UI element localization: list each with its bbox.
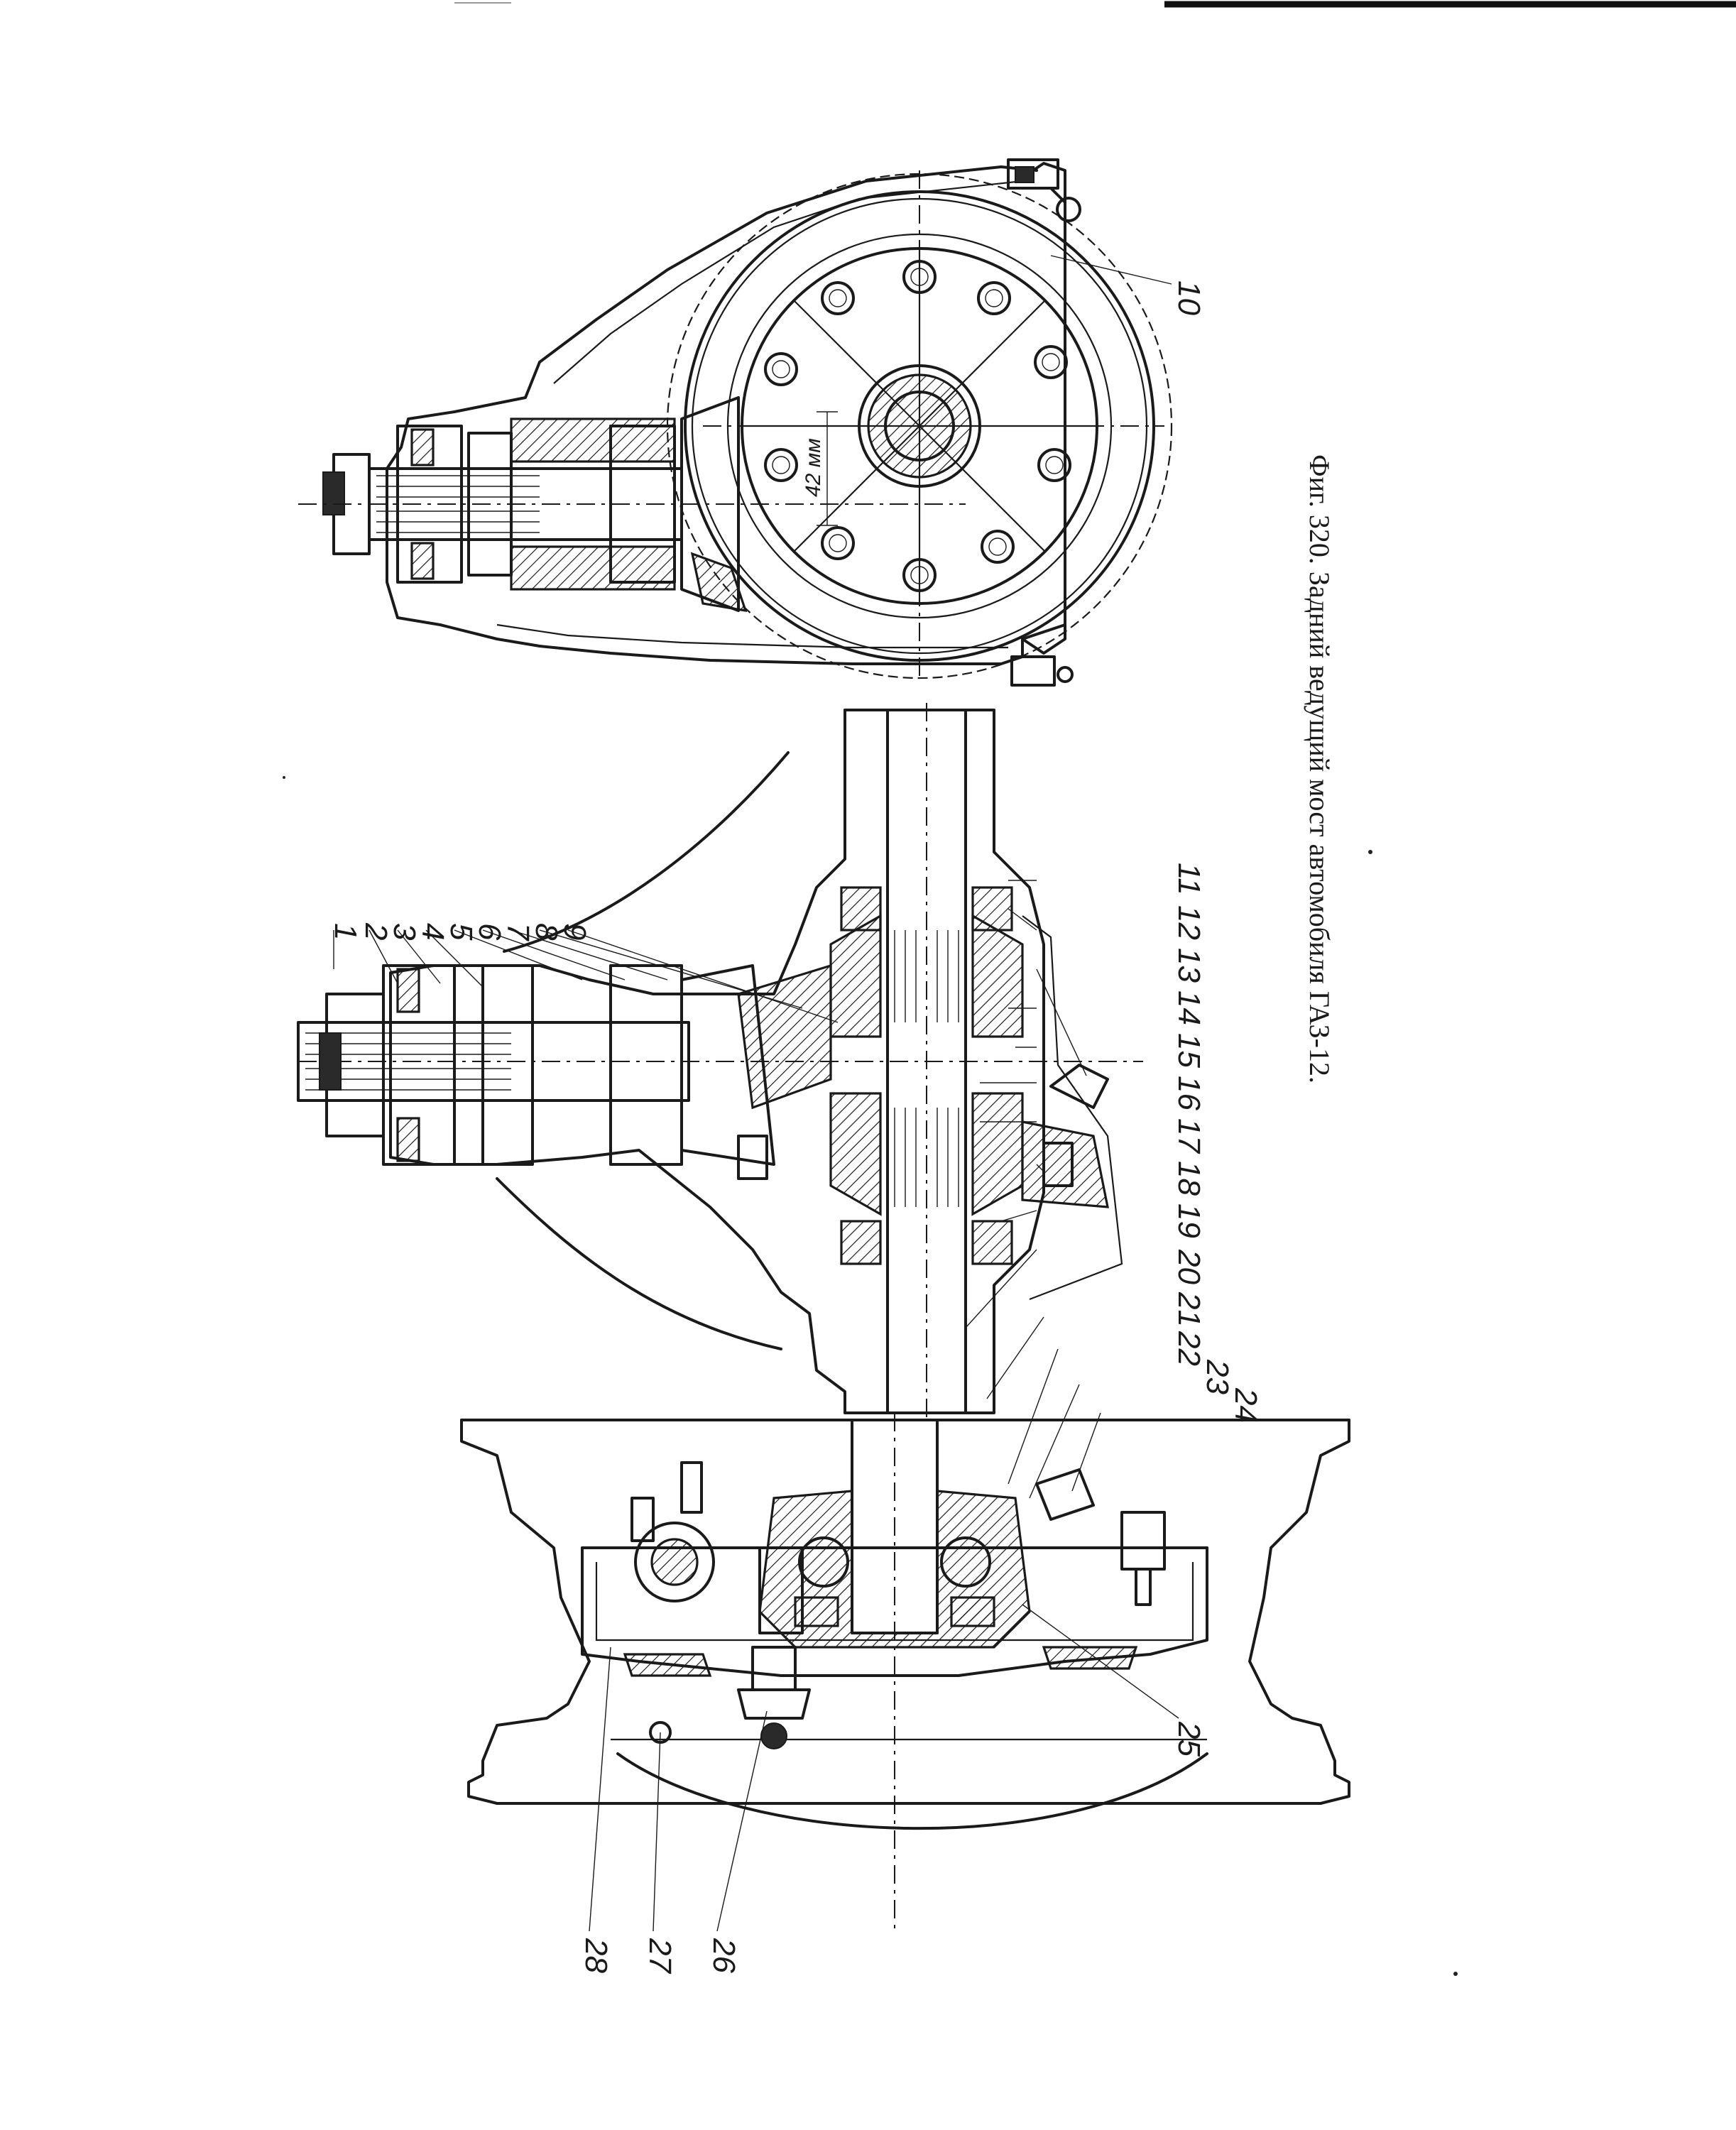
callout-labels: 1 2 3 4 5 6 7 8 9 10 11 12 13 14 15 16 1… bbox=[328, 280, 1263, 1974]
callout-12: 12 bbox=[1172, 905, 1206, 940]
callout-5: 5 bbox=[444, 923, 479, 941]
callout-18: 18 bbox=[1172, 1161, 1206, 1196]
final-drive-side-section: 42 мм bbox=[298, 158, 1173, 687]
dimension-42mm: 42 мм bbox=[802, 438, 825, 497]
callout-15: 15 bbox=[1172, 1033, 1206, 1068]
callout-4: 4 bbox=[415, 923, 450, 940]
callout-3: 3 bbox=[387, 923, 422, 941]
callout-26: 26 bbox=[706, 1938, 741, 1973]
callout-19: 19 bbox=[1172, 1203, 1206, 1238]
callout-7: 7 bbox=[501, 923, 535, 941]
figure-caption: Фиг. 320. Задний ведущий мост автомобиля… bbox=[1304, 454, 1336, 1083]
axle-cross-section bbox=[297, 703, 1143, 1420]
callout-16: 16 bbox=[1172, 1076, 1206, 1110]
callout-25: 25 bbox=[1172, 1721, 1206, 1757]
callout-24: 24 bbox=[1228, 1387, 1263, 1423]
callout-11: 11 bbox=[1172, 863, 1206, 895]
scan-edge-marks bbox=[454, 1, 1736, 8]
callout-6: 6 bbox=[472, 923, 507, 941]
callout-28: 28 bbox=[579, 1938, 613, 1973]
callout-23: 23 bbox=[1200, 1359, 1235, 1394]
callout-14: 14 bbox=[1172, 990, 1206, 1025]
wheel-hub-brake-section bbox=[460, 1413, 1350, 1931]
callout-2: 2 bbox=[359, 922, 393, 940]
callout-1: 1 bbox=[328, 923, 363, 940]
callout-10: 10 bbox=[1172, 280, 1206, 315]
callout-13: 13 bbox=[1172, 948, 1206, 983]
callout-27: 27 bbox=[643, 1938, 677, 1974]
callout-17: 17 bbox=[1172, 1118, 1206, 1154]
callout-20: 20 bbox=[1172, 1249, 1206, 1284]
callout-21: 21 bbox=[1172, 1291, 1206, 1327]
leader-lines bbox=[333, 255, 1179, 1932]
callout-8: 8 bbox=[529, 923, 564, 941]
callout-9: 9 bbox=[557, 923, 592, 940]
callout-22: 22 bbox=[1172, 1331, 1206, 1366]
